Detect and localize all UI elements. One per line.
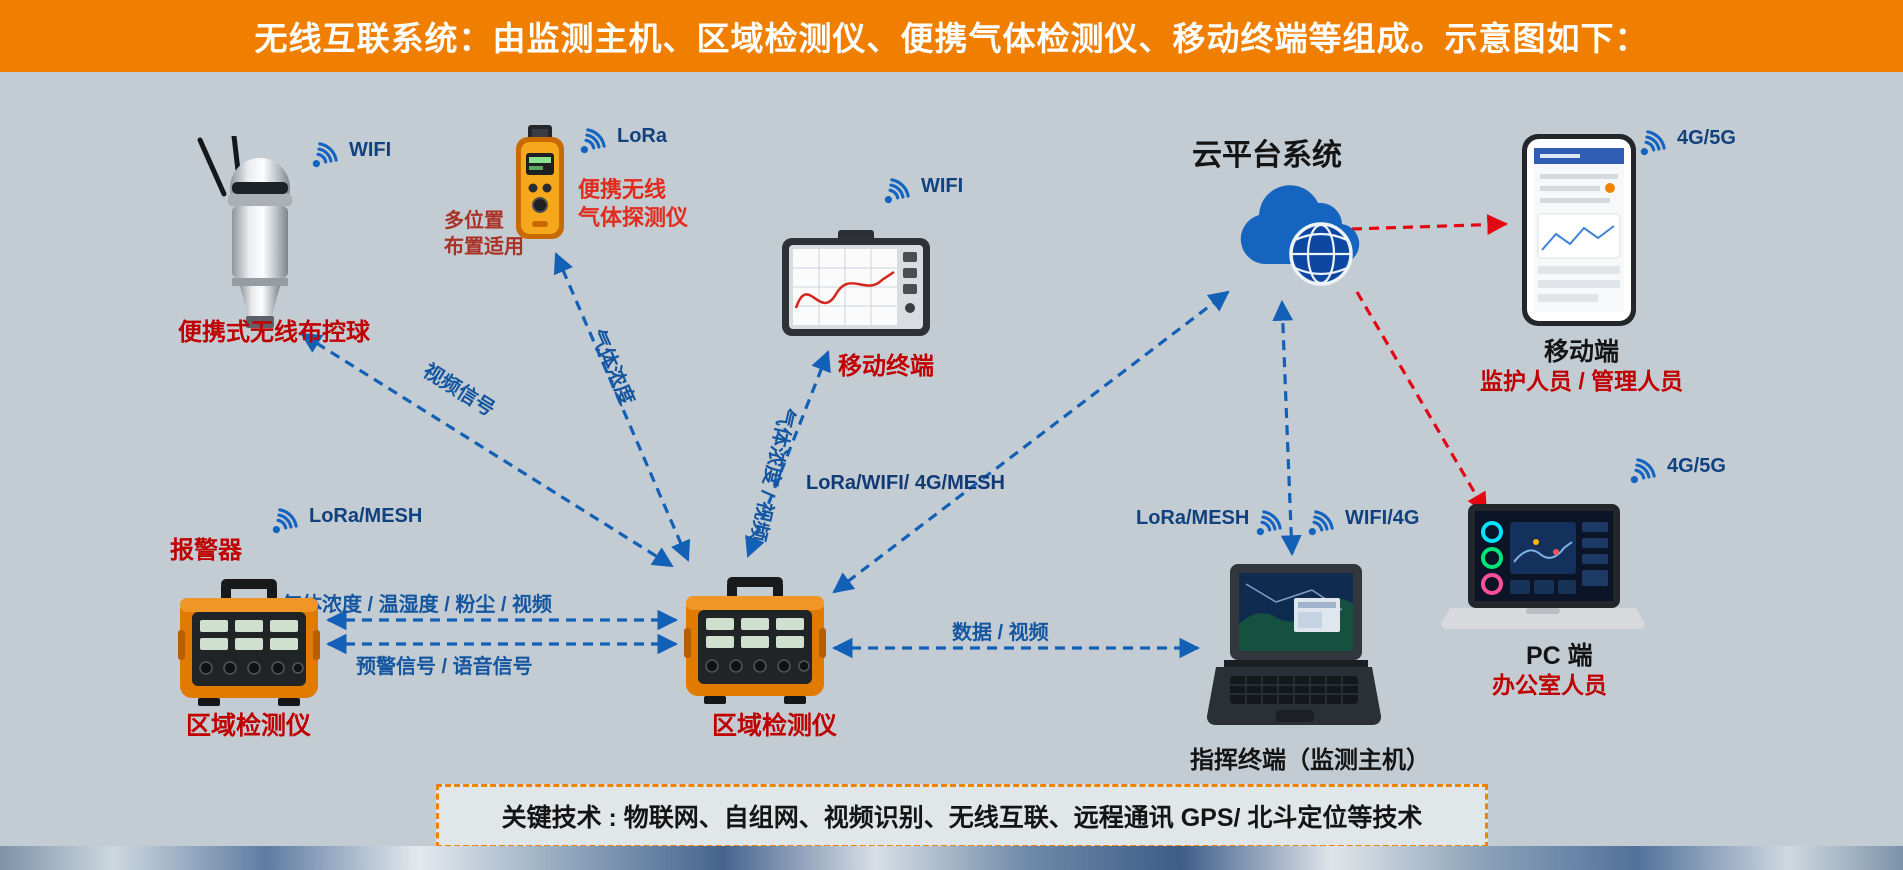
pc-role: 办公室人员	[1492, 672, 1607, 698]
header-banner: 无线互联系统：由监测主机、区域检测仪、便携气体检测仪、移动终端等组成。示意图如下…	[0, 0, 1903, 72]
wifi-icon	[578, 122, 612, 156]
link-warning-voice: 预警信号 / 语音信号	[356, 656, 533, 678]
link-lora-wifi-mesh: LoRa/WIFI/ 4G/MESH	[806, 472, 1005, 494]
pc-laptop	[1440, 504, 1646, 638]
wifi-icon	[1254, 504, 1288, 538]
ball-signal: WIFI	[310, 136, 391, 170]
alarm-signal: LoRa/MESH	[270, 502, 422, 536]
link-env-data: 气体浓度 / 温湿度 / 粉尘 / 视频	[282, 594, 553, 616]
cloud-title: 云平台系统	[1192, 139, 1342, 172]
signal-label: WIFI/4G	[1345, 507, 1420, 529]
tablet-name: 移动终端	[838, 353, 934, 380]
area-detector-center-name: 区域检测仪	[712, 712, 838, 740]
alarm-name: 报警器	[170, 537, 242, 564]
cloud-platform-icon	[1222, 170, 1362, 292]
mobile-phone	[1522, 134, 1636, 326]
gas-detector-note: 多位置 布置适用	[444, 210, 524, 258]
area-detector-center	[684, 564, 826, 706]
page-title: 无线互联系统：由监测主机、区域检测仪、便携气体检测仪、移动终端等组成。示意图如下…	[254, 20, 1649, 57]
signal-label: LoRa	[617, 125, 667, 147]
wifi-icon	[1638, 124, 1672, 158]
signal-label: WIFI	[921, 175, 964, 197]
wifi-icon	[270, 502, 304, 536]
ball-name: 便携式无线布控球	[178, 319, 370, 346]
command-terminal	[1206, 564, 1382, 734]
phone-name: 移动端	[1544, 338, 1620, 366]
gas-signal: LoRa	[578, 122, 667, 156]
key-technology-text: 关键技术 : 物联网、自组网、视频识别、无线互联、远程通讯 GPS/ 北斗定位等…	[501, 804, 1423, 832]
area-detector-left-name: 区域检测仪	[186, 712, 312, 740]
signal-label: WIFI	[349, 139, 392, 161]
command-signal-left: LoRa/MESH	[1136, 504, 1288, 538]
key-technology-box: 关键技术 : 物联网、自组网、视频识别、无线互联、远程通讯 GPS/ 北斗定位等…	[436, 784, 1488, 848]
command-terminal-name: 指挥终端（监测主机）	[1190, 747, 1430, 774]
wifi-icon	[310, 136, 344, 170]
tablet-signal: WIFI	[882, 172, 963, 206]
gas-detector	[508, 125, 572, 243]
bottom-photo-strip	[0, 846, 1903, 870]
gas-detector-name: 便携无线 气体探测仪	[578, 177, 689, 230]
wifi-icon	[882, 172, 916, 206]
command-signal-right: WIFI/4G	[1306, 504, 1419, 538]
pc-signal: 4G/5G	[1628, 452, 1726, 486]
mobile-terminal-tablet	[782, 230, 930, 342]
area-detector-left	[178, 566, 320, 708]
signal-label: 4G/5G	[1677, 127, 1736, 149]
phone-role: 监护人员 / 管理人员	[1480, 368, 1684, 394]
signal-label: LoRa/MESH	[309, 505, 423, 527]
signal-label: 4G/5G	[1667, 455, 1726, 477]
signal-label: LoRa/MESH	[1136, 507, 1250, 529]
wifi-icon	[1306, 504, 1340, 538]
phone-signal: 4G/5G	[1638, 124, 1736, 158]
wireless-ptz-camera	[196, 136, 308, 334]
link-data-video: 数据 / 视频	[952, 622, 1049, 644]
wifi-icon	[1628, 452, 1662, 486]
pc-name: PC 端	[1526, 642, 1593, 670]
